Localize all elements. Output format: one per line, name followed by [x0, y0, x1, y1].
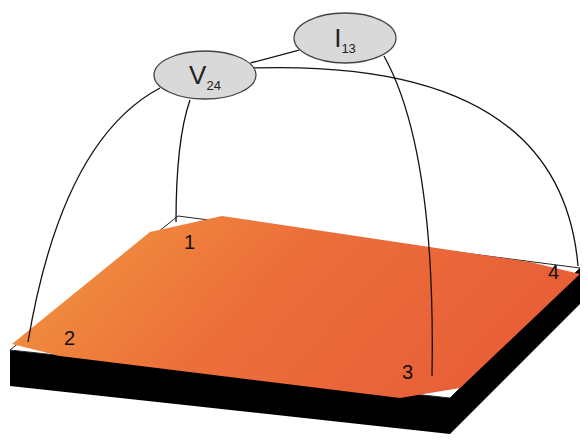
contact-number: 1: [184, 232, 195, 252]
wire-to-contact-2: [28, 88, 160, 342]
contact-number: 4: [548, 262, 559, 282]
wire-to-contact-1: [176, 100, 190, 222]
contact-number: 3: [402, 362, 413, 382]
wire: [251, 50, 299, 63]
wires: [28, 56, 578, 376]
oval: [154, 51, 256, 99]
meter-label: I13: [334, 25, 356, 51]
sample-top-face: [10, 216, 580, 398]
film-region: [12, 216, 580, 398]
oval: [294, 13, 396, 63]
wire-to-contact-3: [384, 56, 432, 376]
meter-label: V24: [189, 62, 221, 88]
meter-oval: I13: [293, 12, 397, 64]
contact-number: 2: [64, 328, 75, 348]
oval-outline: [293, 12, 397, 64]
meter-oval: V24: [153, 50, 257, 100]
wire-to-contact-4: [252, 68, 578, 266]
